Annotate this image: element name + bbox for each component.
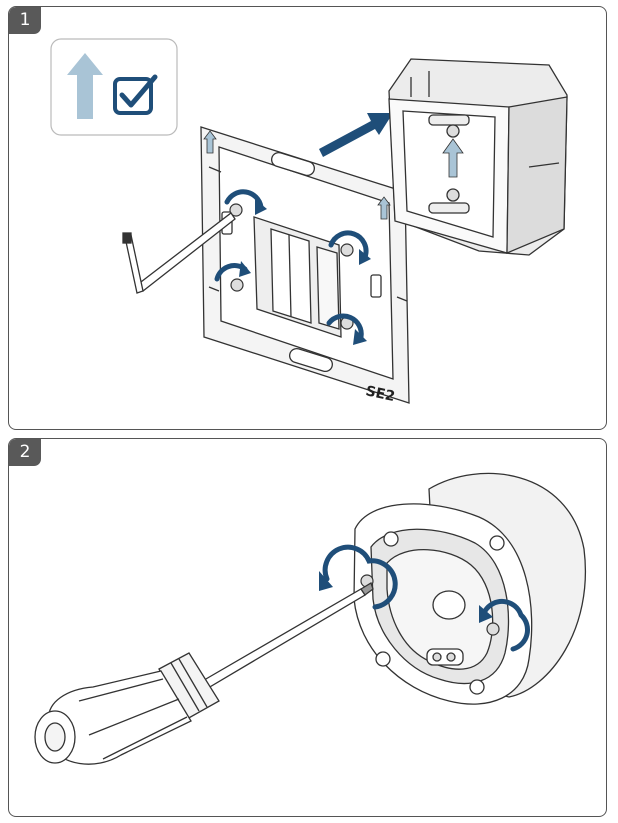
frame-mark-label: SE2 [364, 383, 396, 405]
screwdriver-icon [34, 582, 374, 765]
screw-icon [360, 574, 500, 636]
wall-box [353, 472, 586, 705]
rotate-arrow-head-icon [319, 571, 493, 623]
insert-arrow-icon [319, 113, 393, 157]
hex-key-icon [122, 212, 236, 294]
step-2-badge: 2 [9, 439, 41, 466]
orientation-hint [50, 38, 178, 136]
rotate-arrow-head-icon [239, 199, 371, 345]
step-1-panel: 1 [8, 6, 607, 430]
module-up-arrow-icon [442, 138, 464, 178]
rotate-arrow-icon [322, 544, 530, 652]
frame-up-arrow-icon [203, 130, 391, 220]
screw-icon [229, 203, 354, 330]
step-1-illustration: SE2 [50, 38, 568, 405]
step-2-illustration [34, 472, 586, 765]
smart-module [388, 58, 568, 256]
checkbox-checked-icon [113, 74, 158, 115]
up-arrow-icon [67, 53, 103, 119]
step-2-panel: 2 [8, 438, 607, 817]
step-1-badge: 1 [9, 7, 41, 34]
